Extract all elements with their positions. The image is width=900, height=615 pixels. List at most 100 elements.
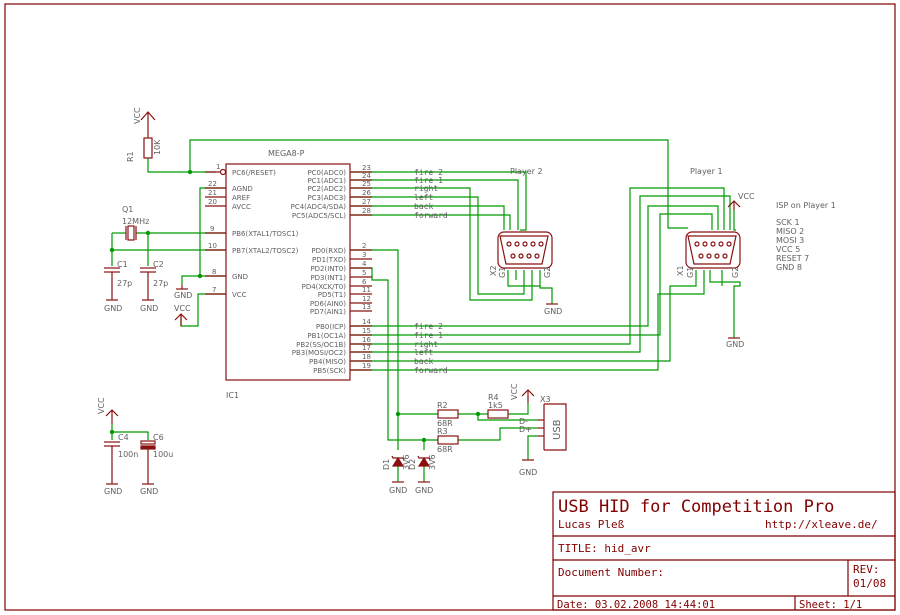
author-url: http://xleave.de/ [765,518,878,531]
title-field: TITLE: hid_avr [558,542,651,555]
ic1-pin-number: 26 [362,189,371,197]
ic1-pin-number: 15 [362,327,371,335]
gnd-label: GND [726,340,744,349]
net-label: fire 1 [414,331,443,340]
ic1-pin-name: PD4(XCK/T0) [302,283,347,291]
isp-line: GND 8 [776,263,802,272]
c6-name: C6 [153,433,164,442]
x1-name: X1 [676,265,685,276]
usb-dm: D- [519,417,528,426]
ic1-pin-number: 25 [362,180,371,188]
ic1-pin-name: PC0(ADC0) [307,169,346,177]
vcc-label: VCC [133,107,142,124]
ic1-left-pins: PC6(/RESET) 1 AGND 22 AREF 21 AVCC 20 PB… [208,163,299,299]
dsub-pin [506,241,512,247]
ic1-pin-number: 6 [362,278,367,286]
r1-value: 10K [153,139,162,155]
ic1-pin-number: 3 [362,251,366,259]
c4-capacitor: C4 100n GND [104,433,138,496]
net-label: forward [414,366,448,375]
ic1-pin-name: PB4(MISO) [309,358,346,366]
dsub-pin [526,253,532,259]
supply-vcc: VCC [97,397,119,424]
isp-line: VCC 5 [776,245,800,254]
ic1-right-stubs [350,171,372,371]
pin-name-pb6: PB6(XTAL1/TOSC1) [232,230,299,238]
c2-capacitor: C2 27p GND [140,260,168,313]
dsub-pin [698,253,704,259]
d2-name: D2 [408,459,417,470]
ic1-pin-name: PD3(INT1) [310,274,346,282]
ic1-pin-number: 18 [362,353,371,361]
isp-line: SCK 1 [776,218,800,227]
wires [111,139,741,482]
ic1-pin-name: PC2(ADC2) [307,185,346,193]
r2-value: 68R [437,419,453,428]
ic1-pin-name: PB2(SS/OC1B) [296,341,346,349]
d1-value: 3V6 [402,454,411,470]
pin-num-20: 20 [208,198,217,206]
r4-value: 1k5 [488,401,503,410]
ic1-pin-name: PC5(ADC5/SCL) [292,212,346,220]
pin-name-pb7: PB7(XTAL2/TOSC2) [232,247,299,255]
gnd-label: GND [104,487,122,496]
ic1-pin-number: 16 [362,336,371,344]
r2-name: R2 [437,401,448,410]
r1-name: R1 [126,151,135,162]
ic1-pin-name: PD6(AIN0) [310,300,346,308]
net-labels-player2: fire 2 fire 1 right left back forward [414,168,448,220]
date: Date: 03.02.2008 14:44:01 [557,599,715,611]
pin-num-8: 8 [212,268,216,276]
junctions [109,169,481,443]
gnd-symbol: GND [174,285,192,300]
usb-label: USB [552,419,563,440]
pin-name-vcc: VCC [232,291,247,299]
ic1-pin-name: PB5(SCK) [313,367,346,375]
r3-name: R3 [437,427,448,436]
drawing-frame [4,3,896,611]
r4-name: R4 [488,393,499,402]
d1-name: D1 [382,459,391,470]
ic1-pin-number: 5 [362,269,366,277]
dsub-pin [530,241,536,247]
dsub-pin [702,241,708,247]
r4-resistor: R4 1k5 [487,393,509,419]
dsub-pin [718,241,724,247]
net-label: fire 2 [414,322,443,331]
c1-name: C1 [117,260,128,269]
dsub-pin [710,241,716,247]
ic1-pin-number: 11 [362,286,371,294]
usb-dp: D+ [519,425,532,434]
dsub-pin [706,253,712,259]
dsub-pin [538,241,544,247]
player2-label: Player 2 [510,167,543,176]
x3-name: X3 [540,395,551,404]
c2-name: C2 [153,260,164,269]
ic1-value: MEGA8-P [268,149,305,158]
x2-name: X2 [489,265,498,276]
pin-name-agnd: AGND [232,185,253,193]
ic1-pin-name: PD2(INT0) [310,265,346,273]
ic1-pin-name: PD0(RXD) [311,247,346,255]
ic1-name: IC1 [226,391,239,400]
dsub-player2: X2 G1 G2 Player 2 GND [489,167,562,316]
net-label: fire 2 [414,168,443,177]
pin-num-7: 7 [212,286,216,294]
ic1-symbol [205,163,351,381]
gnd-label: GND [104,304,122,313]
ic1-pin-name: PB0(ICP) [316,323,346,331]
isp-notes: ISP on Player 1 SCK 1 MISO 2 MOSI 3 VCC … [776,201,836,272]
c6-capacitor: C6 100u GND [140,433,173,496]
ic1-pin-name: PC4(ADC4/SDA) [291,203,347,211]
ic1-pin-name: PD1(TXD) [312,256,346,264]
usb-gnd: GND [519,459,537,477]
net-label: right [414,340,438,349]
gnd-label: GND [544,307,562,316]
pin-name-aref: AREF [232,194,250,202]
net-label: left [414,193,433,202]
dsub-pin [518,253,524,259]
rev-value: 01/08 [853,577,886,590]
vcc-label: VCC [97,397,106,414]
c1-value: 27p [117,279,132,288]
